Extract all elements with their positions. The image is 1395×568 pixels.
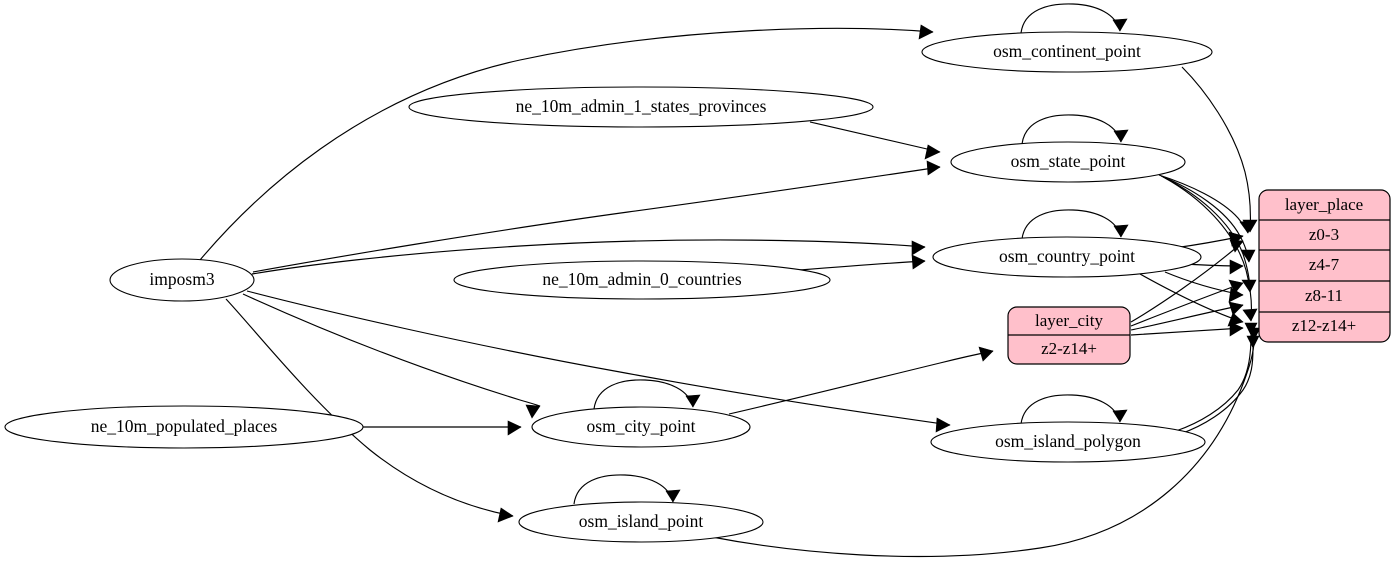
node-label-ne_10m_admin_0_countries: ne_10m_admin_0_countries bbox=[542, 269, 741, 289]
node-label-osm_island_polygon: osm_island_polygon bbox=[995, 431, 1141, 451]
self-loop-osm_island_point bbox=[573, 474, 681, 505]
edge-layer_city-to-layer_place-z12-z14 bbox=[1130, 321, 1244, 337]
node-osm_continent_point[interactable]: osm_continent_point bbox=[921, 31, 1213, 73]
node-ne_10m_admin_0_countries[interactable]: ne_10m_admin_0_countries bbox=[453, 260, 831, 300]
node-label-ne_10m_populated_places: ne_10m_populated_places bbox=[91, 416, 278, 436]
node-label-osm_country_point: osm_country_point bbox=[999, 246, 1135, 266]
node-label-ne_10m_admin_1_states_provinces: ne_10m_admin_1_states_provinces bbox=[516, 96, 767, 116]
layer_city-row-z2-z14[interactable]: z2-z14+ bbox=[1041, 339, 1097, 358]
edge-osm_island_polygon-to-layer_place-z12-z14 bbox=[1179, 335, 1260, 435]
edge-ne_admin1-to-osm_state_point bbox=[809, 121, 941, 160]
self-loop-osm_state_point bbox=[1021, 114, 1129, 145]
node-layer_place[interactable]: layer_place z0-3 z4-7 z8-11 z12-z14+ bbox=[1258, 189, 1391, 343]
edge-imposm3-to-osm_island_polygon bbox=[246, 290, 951, 433]
edge-ne_admin0-to-osm_country_point bbox=[799, 254, 926, 271]
edge-imposm3-to-osm_city_point bbox=[242, 293, 541, 419]
edge-imposm3-to-osm_island_point bbox=[225, 298, 514, 523]
edge-imposm3-to-osm_country_point bbox=[251, 239, 926, 275]
node-label-osm_state_point: osm_state_point bbox=[1011, 151, 1126, 171]
layer_city-title: layer_city bbox=[1035, 311, 1103, 330]
self-loop-osm_island_polygon bbox=[1020, 394, 1128, 425]
node-osm_island_point[interactable]: osm_island_point bbox=[518, 501, 764, 543]
edge-osm_state_point-to-layer_place-z8-11 bbox=[1162, 176, 1257, 293]
edge-osm_island_point-to-layer_place-z12-z14 bbox=[711, 327, 1261, 558]
node-imposm3[interactable]: imposm3 bbox=[109, 258, 255, 302]
node-layer: imposm3 ne_10m_admin_1_states_provinces … bbox=[4, 31, 1391, 543]
layer_place-row-z12-z14[interactable]: z12-z14+ bbox=[1292, 316, 1356, 335]
layer_place-title: layer_place bbox=[1285, 195, 1363, 214]
layer_place-row-z4-7[interactable]: z4-7 bbox=[1309, 255, 1340, 274]
node-label-osm_city_point: osm_city_point bbox=[587, 416, 696, 436]
node-ne_10m_admin_1_states_provinces[interactable]: ne_10m_admin_1_states_provinces bbox=[408, 86, 874, 128]
node-osm_city_point[interactable]: osm_city_point bbox=[531, 406, 751, 448]
edge-ne_populated-to-osm_city_point bbox=[363, 420, 522, 436]
edge-osm_state_point-to-layer_place-z4-7 bbox=[1160, 175, 1256, 263]
layer_place-row-z0-3[interactable]: z0-3 bbox=[1309, 225, 1339, 244]
edge-osm_continent_point-to-layer_place-z0-3 bbox=[1181, 66, 1258, 233]
edge-osm_island_polygon-to-layer_place-z8-11 bbox=[1175, 322, 1258, 432]
edge-osm_city_point-to-layer_city bbox=[728, 346, 994, 415]
node-osm_island_polygon[interactable]: osm_island_polygon bbox=[930, 421, 1206, 463]
self-loop-osm_country_point bbox=[1021, 209, 1129, 240]
self-loop-osm_city_point bbox=[593, 379, 701, 410]
node-osm_state_point[interactable]: osm_state_point bbox=[950, 141, 1186, 183]
edge-imposm3-to-osm_state_point bbox=[252, 160, 941, 273]
layer_place-row-z8-11[interactable]: z8-11 bbox=[1305, 286, 1343, 305]
self-loop-osm_continent_point bbox=[1020, 3, 1128, 34]
edge-layer_city-to-layer_place-z4-7 bbox=[1130, 279, 1244, 327]
node-osm_country_point[interactable]: osm_country_point bbox=[932, 236, 1202, 278]
edge-osm_state_point-to-layer_place-z0-3 bbox=[1158, 174, 1255, 234]
node-ne_10m_populated_places[interactable]: ne_10m_populated_places bbox=[4, 405, 364, 449]
edge-osm_state_point-to-layer_place-z12-z14 bbox=[1164, 177, 1258, 322]
edge-imposm3-to-osm_continent_point bbox=[199, 24, 934, 261]
node-layer_city[interactable]: layer_city z2-z14+ bbox=[1007, 306, 1131, 365]
node-label-osm_continent_point: osm_continent_point bbox=[993, 41, 1141, 61]
edge-layer_city-to-layer_place-z0-3 bbox=[1130, 239, 1244, 323]
node-label-osm_island_point: osm_island_point bbox=[579, 511, 704, 531]
edge-layer_city-to-layer_place-z8-11 bbox=[1130, 301, 1244, 331]
node-label-imposm3: imposm3 bbox=[149, 269, 214, 289]
